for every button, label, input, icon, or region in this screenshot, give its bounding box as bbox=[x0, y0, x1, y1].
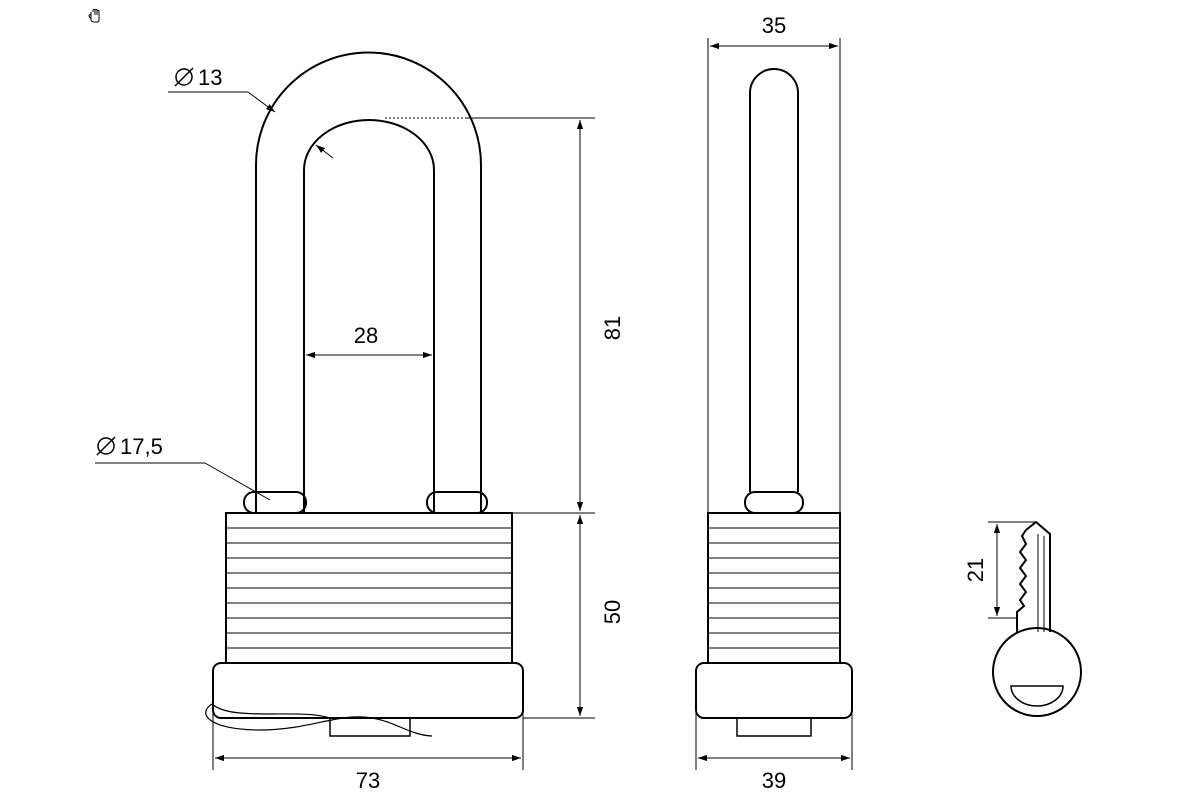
dim-key-blade: 21 bbox=[963, 521, 1036, 619]
key-bow-hole bbox=[1010, 685, 1064, 707]
dim-foot-diameter: 17,5 bbox=[95, 434, 271, 501]
key-blade bbox=[1016, 520, 1051, 632]
shackle-foot-right bbox=[426, 491, 488, 514]
side-shackle-foot bbox=[744, 491, 804, 514]
keyway-plate bbox=[329, 717, 411, 737]
dim-foot-diameter-label: 17,5 bbox=[120, 434, 163, 459]
dim-shackle-diameter: 13 bbox=[168, 65, 334, 159]
front-view: 13 28 17,5 81 50 bbox=[95, 51, 625, 793]
side-shackle bbox=[749, 68, 799, 492]
side-keyway-plate bbox=[736, 717, 812, 737]
dim-side-top-width-label: 35 bbox=[762, 13, 786, 38]
dim-shackle-height-label: 81 bbox=[600, 316, 625, 340]
shackle-foot-left bbox=[243, 491, 307, 514]
dim-body-width: 73 bbox=[212, 690, 524, 793]
dim-body-width-label: 73 bbox=[356, 768, 380, 793]
dim-inner-width: 28 bbox=[306, 323, 432, 359]
dim-key-blade-label: 21 bbox=[963, 558, 988, 582]
dim-shackle-diameter-label: 13 bbox=[198, 65, 222, 90]
dim-side-top-width: 35 bbox=[707, 13, 841, 513]
side-bumper bbox=[695, 662, 853, 719]
dim-shackle-height: 81 bbox=[465, 117, 625, 514]
dim-body-height-label: 50 bbox=[600, 600, 625, 624]
side-view: 35 39 bbox=[695, 13, 853, 793]
lock-body bbox=[225, 512, 513, 664]
hand-cursor-icon bbox=[88, 9, 100, 23]
key: 21 bbox=[963, 520, 1082, 717]
key-bow bbox=[992, 627, 1082, 717]
cord bbox=[205, 703, 433, 737]
lock-bumper bbox=[212, 662, 524, 719]
dim-inner-width-label: 28 bbox=[354, 323, 378, 348]
dim-side-bottom-width: 39 bbox=[695, 690, 853, 793]
dim-side-bottom-width-label: 39 bbox=[762, 768, 786, 793]
dim-body-height: 50 bbox=[523, 515, 625, 719]
shackle bbox=[255, 51, 482, 512]
side-body bbox=[707, 512, 841, 664]
